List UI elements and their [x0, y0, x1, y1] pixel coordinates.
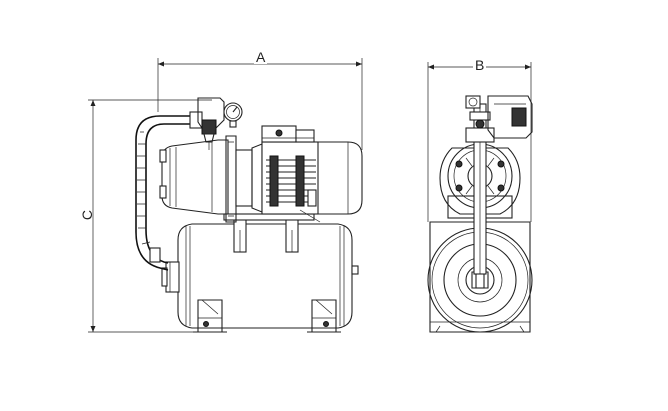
front-view: [427, 95, 533, 333]
pressure-tank: [161, 223, 359, 329]
front-pressure-switch: [465, 95, 533, 139]
pressure-switch: [189, 97, 225, 150]
dimension-c-label: C: [79, 209, 96, 221]
pump-body: [159, 135, 253, 223]
dimension-a-label: A: [254, 49, 268, 65]
pressure-gauge: [223, 102, 243, 128]
side-view: [135, 97, 363, 333]
dimension-c-line: [88, 99, 212, 333]
motor-fins: [266, 155, 316, 207]
dimension-a-line: [157, 58, 363, 150]
terminal-box: [261, 125, 315, 143]
dimension-b-label: B: [473, 57, 487, 73]
front-pipe: [465, 103, 495, 275]
motor: [251, 125, 363, 223]
tank-feet: [193, 299, 341, 333]
pump-brackets: [223, 213, 315, 253]
flexible-hose: [135, 115, 200, 271]
